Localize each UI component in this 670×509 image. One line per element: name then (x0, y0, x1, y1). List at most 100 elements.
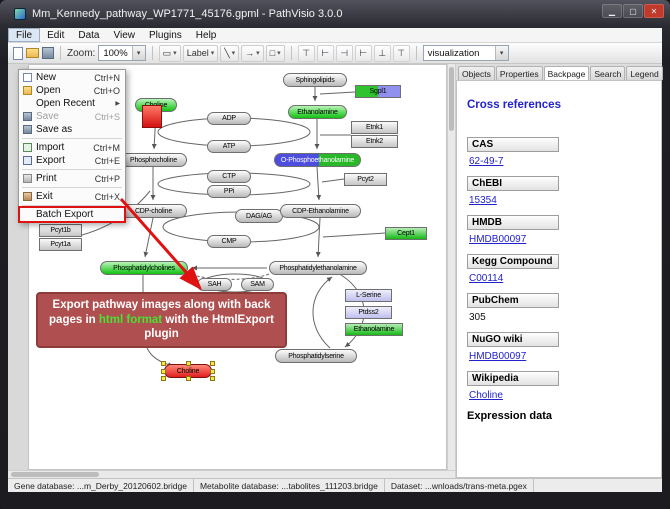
align-left-icon[interactable]: ⊣ (335, 44, 353, 62)
menu-data[interactable]: Data (78, 29, 100, 41)
vertical-scrollbar[interactable] (447, 64, 455, 470)
file-menu-item-save-as[interactable]: Save as (20, 123, 124, 136)
selection-handle[interactable] (186, 376, 191, 381)
title-bar[interactable]: Mm_Kennedy_pathway_WP1771_45176.gpml - P… (8, 0, 662, 28)
pathway-node-cmp[interactable]: CMP (207, 235, 251, 248)
align-right-icon[interactable]: ⊢ (354, 44, 372, 62)
selection-handle[interactable] (210, 369, 215, 374)
pathway-node-sah[interactable]: SAH (197, 278, 232, 291)
tab-backpage[interactable]: Backpage (543, 66, 590, 80)
pathway-node-etnk1[interactable]: Etnk1 (351, 121, 398, 134)
pathway-node-pcyt1b[interactable]: Pcyt1b (39, 224, 82, 237)
tab-properties[interactable]: Properties (495, 66, 543, 80)
connector-tool-icon[interactable]: →▾ (241, 44, 264, 62)
tab-legend[interactable]: Legend (626, 66, 663, 80)
pathway-node-cept1[interactable]: Cept1 (385, 227, 427, 240)
pathway-node-sphingolipids[interactable]: Sphingolipids (283, 73, 347, 87)
align-center-horizontal-icon[interactable]: ⊤ (297, 44, 315, 62)
menu-item-label: Import (36, 142, 65, 153)
datanode-tool-icon[interactable]: ▭▾ (158, 44, 181, 62)
file-menu-item-import[interactable]: Import Ctrl+M (20, 141, 124, 154)
pathway-node-ethanolamine[interactable]: Ethanolamine (288, 105, 347, 119)
maximize-button-icon[interactable]: ▢ (623, 4, 643, 18)
file-menu-item-open-recent[interactable]: Open Recent▶ (20, 97, 124, 110)
backpage-link[interactable]: Choline (469, 390, 503, 401)
align-bottom-icon[interactable]: ⊤ (392, 44, 410, 62)
backpage-link[interactable]: HMDB00097 (469, 351, 527, 362)
visualization-combobox[interactable]: visualization ▾ (422, 45, 509, 61)
tab-objects[interactable]: Objects (458, 66, 495, 80)
pathway-node-dag-ag[interactable]: DAG/AG (235, 209, 283, 223)
pathway-node-adp[interactable]: ADP (207, 112, 251, 125)
backpage-link[interactable]: 15354 (469, 195, 497, 206)
pathway-node-pcyt2[interactable]: Pcyt2 (344, 173, 387, 186)
scrollbar-thumb[interactable] (449, 67, 454, 131)
menu-edit[interactable]: Edit (47, 29, 65, 41)
pathway-node-ptdss2[interactable]: Ptdss2 (345, 306, 392, 319)
shape-tool-icon[interactable]: □▾ (265, 44, 285, 62)
pathway-node-ctp[interactable]: CTP (207, 170, 251, 183)
backpage-link[interactable]: HMDB00097 (469, 234, 527, 245)
pathway-node-etnk2[interactable]: Etnk2 (351, 135, 398, 148)
pathway-node-cdp-ethanolamine[interactable]: CDP-Ethanolamine (280, 204, 361, 218)
pathway-node-atp[interactable]: ATP (207, 140, 251, 153)
selection-handle[interactable] (161, 369, 166, 374)
pathway-node-o-phosphoethanolamine[interactable]: O-Phosphoethanolamine (274, 153, 361, 167)
label-tool-icon[interactable]: Label▾ (182, 44, 219, 62)
pathway-node-phosphocholine[interactable]: Phosphocholine (120, 153, 187, 167)
minimize-button-icon[interactable]: ▁ (602, 4, 622, 18)
pathway-node-phosphatidylserine[interactable]: Phosphatidylserine (275, 349, 357, 363)
tab-search[interactable]: Search (590, 66, 626, 80)
pathway-node-ppi[interactable]: PPi (207, 185, 251, 198)
dropdown-caret-icon[interactable]: ▾ (131, 46, 145, 60)
pathway-node-expression-highlight[interactable] (142, 105, 162, 128)
line-tool-icon[interactable]: ╲▾ (220, 44, 240, 62)
new-document-icon[interactable] (13, 46, 23, 60)
align-center-vertical-icon[interactable]: ⊢ (316, 44, 334, 62)
pathway-node-sam[interactable]: SAM (241, 278, 274, 291)
pathway-node-l-serine[interactable]: L-Serine (345, 289, 392, 302)
datanode-tool-icon: ▭ (162, 47, 172, 58)
menu-item-shortcut: Ctrl+M (93, 142, 120, 153)
pathway-node-sgpl1[interactable]: Sgpl1 (355, 85, 401, 98)
pathway-node-phosphatidylcholines[interactable]: Phosphatidylcholines (100, 261, 188, 275)
backpage-link[interactable]: C00114 (469, 273, 504, 284)
pathway-node-pcyt1a[interactable]: Pcyt1a (39, 238, 82, 251)
menu-view[interactable]: View (113, 29, 135, 41)
selection-handle[interactable] (186, 361, 191, 366)
menu-plugins[interactable]: Plugins (148, 29, 182, 41)
horizontal-scrollbar[interactable] (8, 470, 455, 478)
pathway-node-phosphatidylethanolamine[interactable]: Phosphatidylethanolamine (269, 261, 367, 275)
selection-handle[interactable] (161, 376, 166, 381)
open-folder-icon[interactable] (26, 48, 39, 58)
pathway-node-ethanolamine[interactable]: Ethanolamine (345, 323, 403, 336)
backpage-link[interactable]: 62-49-7 (469, 156, 504, 167)
menu-item-label: Batch Export (36, 209, 94, 220)
selection-handle[interactable] (210, 361, 215, 366)
save-icon[interactable] (42, 47, 54, 59)
align-top-icon[interactable]: ⊥ (373, 44, 391, 62)
menu-help[interactable]: Help (195, 29, 217, 41)
selection-handle[interactable] (161, 361, 166, 366)
dropdown-caret-icon: ▾ (256, 50, 260, 57)
backpage-section-header: ChEBI (467, 176, 559, 191)
menu-item-label: Open Recent (36, 98, 95, 109)
dropdown-caret-icon[interactable]: ▾ (494, 46, 508, 60)
menu-item-label: Save (36, 111, 59, 122)
menu-file[interactable]: File (8, 28, 41, 42)
zoom-combobox[interactable]: 100% ▾ (98, 45, 146, 61)
backpage-section-header: Kegg Compound (467, 254, 559, 269)
file-menu-item-batch-export[interactable]: Batch Export (20, 208, 124, 221)
scrollbar-thumb[interactable] (11, 472, 99, 477)
selection-handle[interactable] (210, 376, 215, 381)
close-button-icon[interactable]: ✕ (644, 4, 664, 18)
pathway-node-cdp-choline[interactable]: CDP-choline (120, 204, 187, 218)
